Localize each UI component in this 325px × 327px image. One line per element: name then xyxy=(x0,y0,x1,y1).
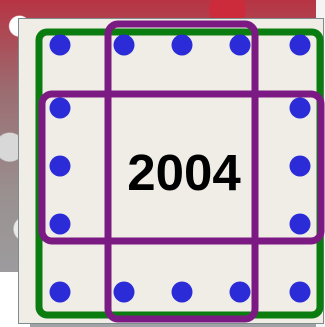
dot-13 xyxy=(114,282,135,303)
dot-14 xyxy=(172,282,193,303)
dot-8 xyxy=(50,214,71,235)
dot-1 xyxy=(50,35,71,56)
dot-16 xyxy=(290,282,311,303)
grid-diagram xyxy=(18,18,324,324)
dot-15 xyxy=(230,282,251,303)
dot-9 xyxy=(290,98,311,119)
dot-2 xyxy=(114,35,135,56)
dot-7 xyxy=(50,156,71,177)
dot-4 xyxy=(230,35,251,56)
dot-5 xyxy=(290,35,311,56)
dots-layer xyxy=(50,35,311,303)
dot-6 xyxy=(50,98,71,119)
dot-12 xyxy=(50,282,71,303)
green-outline-frame xyxy=(39,32,320,315)
dot-10 xyxy=(290,156,311,177)
dot-3 xyxy=(172,35,193,56)
dot-11 xyxy=(290,214,311,235)
purple-vertical-frame xyxy=(108,24,255,319)
purple-horizontal-frame xyxy=(42,94,321,241)
